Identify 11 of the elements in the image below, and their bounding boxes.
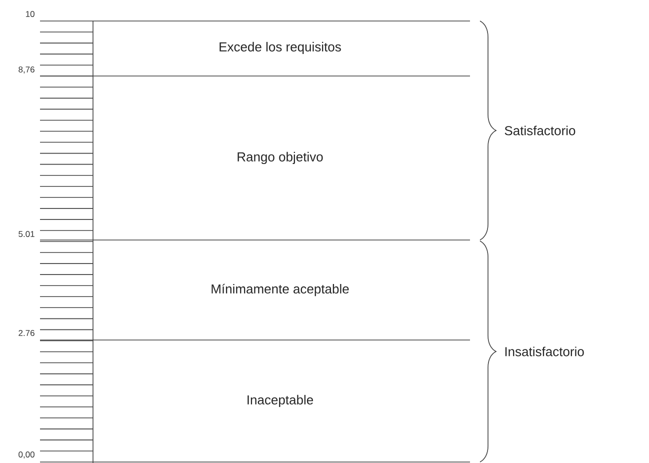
- group-label: Satisfactorio: [504, 126, 576, 136]
- band-label: Inaceptable: [248, 394, 314, 408]
- band-label: Rango objetivo: [238, 152, 323, 164]
- band-label: Mínimamente aceptable: [212, 284, 349, 296]
- scale-value: 0,00: [18, 451, 34, 458]
- scale-value: 2.76: [18, 330, 34, 336]
- scale-value: 8,76: [18, 66, 34, 74]
- scale-value: 5.01: [18, 231, 34, 237]
- group-label: Insatisfactorio: [505, 346, 584, 356]
- scale-value: 10: [26, 11, 34, 17]
- band-label: Excede los requisitos: [220, 42, 341, 54]
